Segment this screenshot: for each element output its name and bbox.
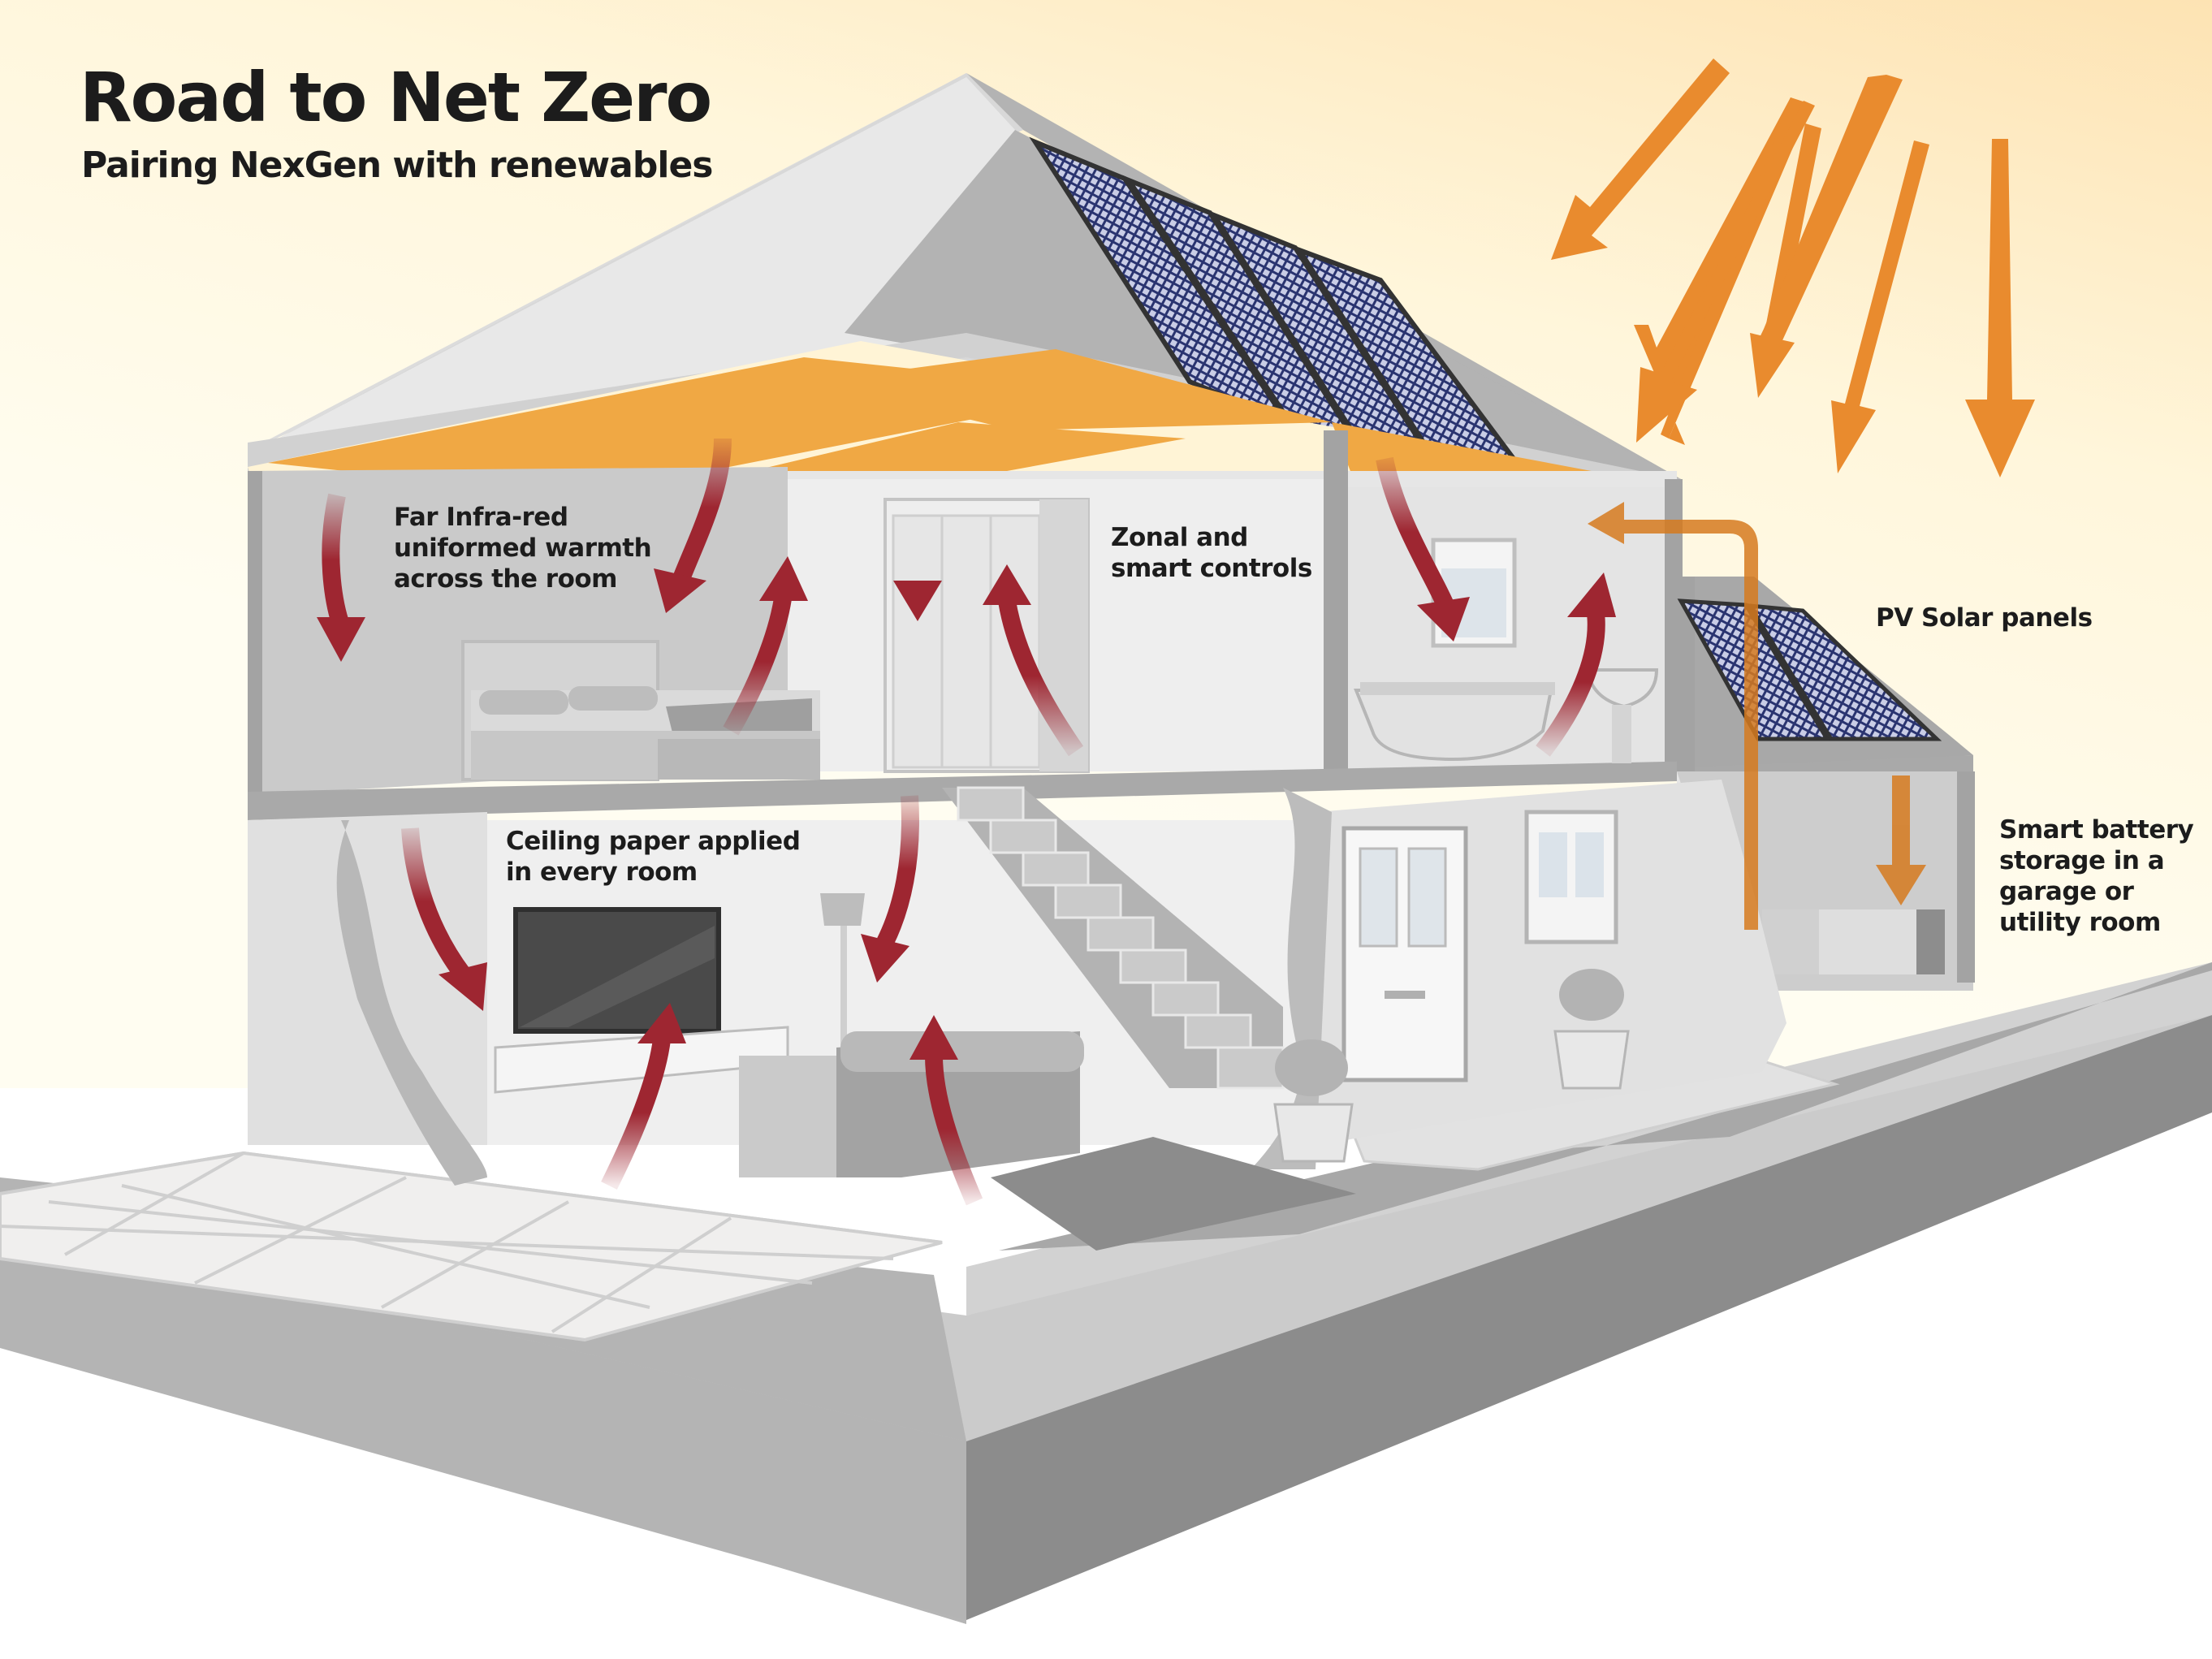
heat-arrow-head	[983, 564, 1031, 605]
plant-pot	[1273, 1039, 1354, 1163]
callout-pv-solar: PV Solar panels	[1876, 603, 2093, 633]
heat-arrow-head	[1567, 572, 1616, 617]
page-subtitle: Pairing NexGen with renewables	[81, 145, 713, 186]
callout-zonal-controls: Zonal and smart controls	[1111, 523, 1312, 583]
ground-floor	[248, 780, 1786, 1186]
heat-arrow	[673, 438, 732, 581]
heat-arrow-head	[317, 617, 365, 662]
page-title: Road to Net Zero	[80, 58, 712, 137]
bathroom-fixtures	[1354, 538, 1659, 763]
heat-arrow-head	[861, 934, 909, 983]
heat-arrow-head	[654, 568, 706, 613]
heat-arrow	[877, 795, 919, 946]
heat-arrow-head	[759, 556, 808, 601]
heat-arrow-head	[893, 581, 942, 621]
heat-arrow-head	[439, 962, 487, 1011]
heat-arrow	[723, 591, 793, 736]
callout-ceiling-paper: Ceiling paper applied in every room	[506, 827, 801, 887]
heat-flow-arrows	[317, 430, 1616, 1206]
sun-arrow	[1831, 140, 1929, 473]
heat-arrow	[998, 599, 1084, 757]
roof-solar-panels	[1029, 136, 1566, 525]
heat-arrow-head	[1417, 597, 1470, 642]
callout-far-infrared: Far Infra-red uniformed warmth across th…	[394, 503, 652, 594]
sun-arrow	[1965, 139, 2035, 477]
battery-unit	[1819, 909, 1880, 974]
ground-slab	[0, 962, 2212, 1624]
battery-unit	[1762, 909, 1819, 974]
energy-flow-arrow	[1588, 502, 1926, 930]
heat-arrow	[322, 493, 350, 629]
heat-arrow	[1376, 456, 1454, 609]
first-floor-slab	[248, 755, 1973, 820]
callout-battery-storage: Smart battery storage in a garage or uti…	[1999, 815, 2194, 937]
living-room	[494, 893, 1356, 1251]
heat-arrow	[601, 1038, 671, 1190]
sun-ray-arrows	[1551, 58, 2035, 477]
bed	[461, 640, 820, 781]
heat-arrow-head	[637, 1003, 686, 1043]
sun-arrow	[1636, 101, 1815, 443]
sun-arrow	[1754, 75, 1903, 349]
staircase	[957, 786, 1285, 1090]
heat-arrow-head	[909, 1015, 958, 1060]
heat-arrow	[1536, 611, 1605, 757]
heat-arrow	[925, 1055, 983, 1206]
heat-arrow	[401, 827, 470, 980]
plant-pot	[1553, 969, 1630, 1090]
sun-arrow	[1551, 58, 1730, 260]
